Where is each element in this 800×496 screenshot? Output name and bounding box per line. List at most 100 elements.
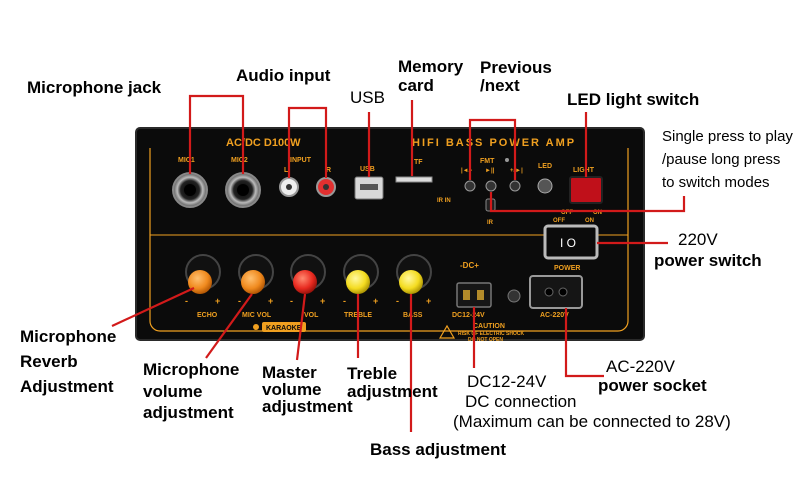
header-left-text: AC/DC D100W: [226, 137, 301, 149]
light-switch[interactable]: [569, 176, 603, 204]
bass-plus: +: [426, 296, 431, 306]
ac-sub-label: AC-220V: [540, 312, 569, 319]
fmt-indicator: [505, 158, 509, 162]
prev-button[interactable]: [464, 180, 476, 192]
dc-connector[interactable]: [456, 282, 492, 308]
mic1-label: MIC1: [178, 157, 195, 164]
treble-knob[interactable]: [346, 270, 370, 294]
callout-audio-input: Audio input: [236, 66, 331, 85]
callout-prev-next-2: /next: [480, 76, 520, 95]
dc-label: -DC+: [460, 261, 479, 270]
callout-single-press-2: /pause long press: [662, 151, 781, 168]
mic-vol-knob[interactable]: [241, 270, 265, 294]
knob-scale-marks: - + - + - + - + - +: [185, 296, 431, 306]
callout-treble-2: adjustment: [347, 382, 438, 401]
callout-mic-reverb-3: Adjustment: [20, 377, 114, 396]
callout-dc-1: DC12-24V: [467, 372, 547, 391]
vol-knob[interactable]: [293, 270, 317, 294]
tf-card-slot[interactable]: [395, 176, 433, 183]
input-label: INPUT: [290, 157, 312, 164]
lead-lines: [111, 94, 686, 432]
usb-label: USB: [360, 166, 375, 173]
callout-treble-1: Treble: [347, 364, 398, 383]
echo-plus: +: [215, 296, 220, 306]
lead-prev-next: [468, 118, 517, 180]
bass-knob-group[interactable]: [396, 254, 432, 294]
lead-mic-jack: [188, 94, 245, 174]
karaoke-text: KARAOKE: [266, 325, 302, 332]
callout-master-2: volume: [262, 380, 322, 399]
bass-knob[interactable]: [399, 270, 423, 294]
light-label: LIGHT: [573, 167, 595, 174]
callout-bass: Bass adjustment: [370, 440, 507, 459]
treble-knob-group[interactable]: [343, 254, 379, 294]
echo-knob[interactable]: [188, 270, 212, 294]
mic1-jack-hole: [184, 184, 196, 196]
header-right-text: HIFI BASS POWER AMP: [412, 137, 576, 149]
caution-triangle-icon: [438, 324, 456, 339]
callout-single-press-1: Single press to play: [662, 128, 793, 145]
treble-minus: -: [343, 296, 346, 306]
karaoke-mic-icon: [253, 324, 259, 330]
callout-mic-reverb-2: Reverb: [20, 352, 78, 371]
rca-left-pin: [286, 184, 292, 190]
led-knob[interactable]: [537, 178, 553, 194]
power-switch-mark: I O: [560, 236, 576, 250]
next-label: +/►|: [510, 168, 523, 174]
mic-vol-knob-group[interactable]: [238, 254, 274, 294]
callout-ac-2: power socket: [598, 376, 707, 395]
ir-in-label: IR IN: [437, 198, 451, 204]
caution-text: CAUTION: [473, 323, 505, 330]
callout-usb: USB: [350, 88, 385, 107]
lead-audio-input: [287, 106, 328, 178]
prev-label: |◄/-: [461, 168, 472, 174]
callout-mic-vol-1: Microphone: [143, 360, 240, 379]
caution-line2: DO NOT OPEN: [468, 337, 503, 343]
mic-vol-label: MIC VOL: [242, 312, 272, 319]
callout-dc-2: DC connection: [465, 392, 577, 411]
bass-label: BASS: [403, 312, 423, 319]
lead-mic-reverb: [111, 287, 195, 327]
caution-line1: RISK OF ELECTRIC SHOCK: [458, 331, 525, 337]
power-label: POWER: [554, 265, 580, 272]
ac-socket-hole-left: [544, 287, 554, 297]
vol-label: VOL: [304, 312, 319, 319]
lead-ac: [564, 308, 604, 378]
callout-ac-1: AC-220V: [606, 357, 675, 376]
input-l-label: L: [284, 167, 289, 174]
light-on-label: ON: [593, 210, 602, 216]
callout-220v-1: 220V: [678, 230, 718, 249]
led-label: LED: [538, 163, 552, 170]
header-band: [148, 134, 630, 148]
callout-mic-vol-2: volume: [143, 382, 203, 401]
usb-port-tongue: [360, 184, 378, 190]
vol-knob-group[interactable]: [290, 254, 326, 294]
callout-mic-vol-3: adjustment: [143, 403, 234, 422]
lead-master-vol: [295, 293, 307, 361]
vol-plus: +: [320, 296, 325, 306]
fmt-label: FMT: [480, 158, 495, 165]
next-button[interactable]: [509, 180, 521, 192]
mic2-jack-hole: [237, 184, 249, 196]
tf-label: TF: [414, 159, 423, 166]
bass-minus: -: [396, 296, 399, 306]
ir-label: IR: [487, 220, 494, 226]
callout-mic-reverb-1: Microphone: [20, 327, 117, 346]
play-pause-button[interactable]: [485, 180, 497, 192]
ac-socket[interactable]: [529, 275, 583, 309]
callout-220v-2: power switch: [654, 251, 762, 270]
treble-plus: +: [373, 296, 378, 306]
power-off-label: OFF: [553, 218, 565, 224]
play-label: ►||: [485, 168, 495, 174]
callout-prev-next-1: Previous: [480, 58, 552, 77]
micvol-minus: -: [238, 296, 241, 306]
callout-memory-card-1: Memory: [398, 57, 464, 76]
callout-memory-card-2: card: [398, 76, 434, 95]
callout-master-1: Master: [262, 363, 317, 382]
callout-mic-jack: Microphone jack: [27, 78, 162, 97]
callout-dc-3: (Maximum can be connected to 28V): [453, 412, 731, 431]
ac-socket-hole-right: [558, 287, 568, 297]
light-off-label: OFF: [561, 210, 573, 216]
callout-master-3: adjustment: [262, 397, 353, 416]
